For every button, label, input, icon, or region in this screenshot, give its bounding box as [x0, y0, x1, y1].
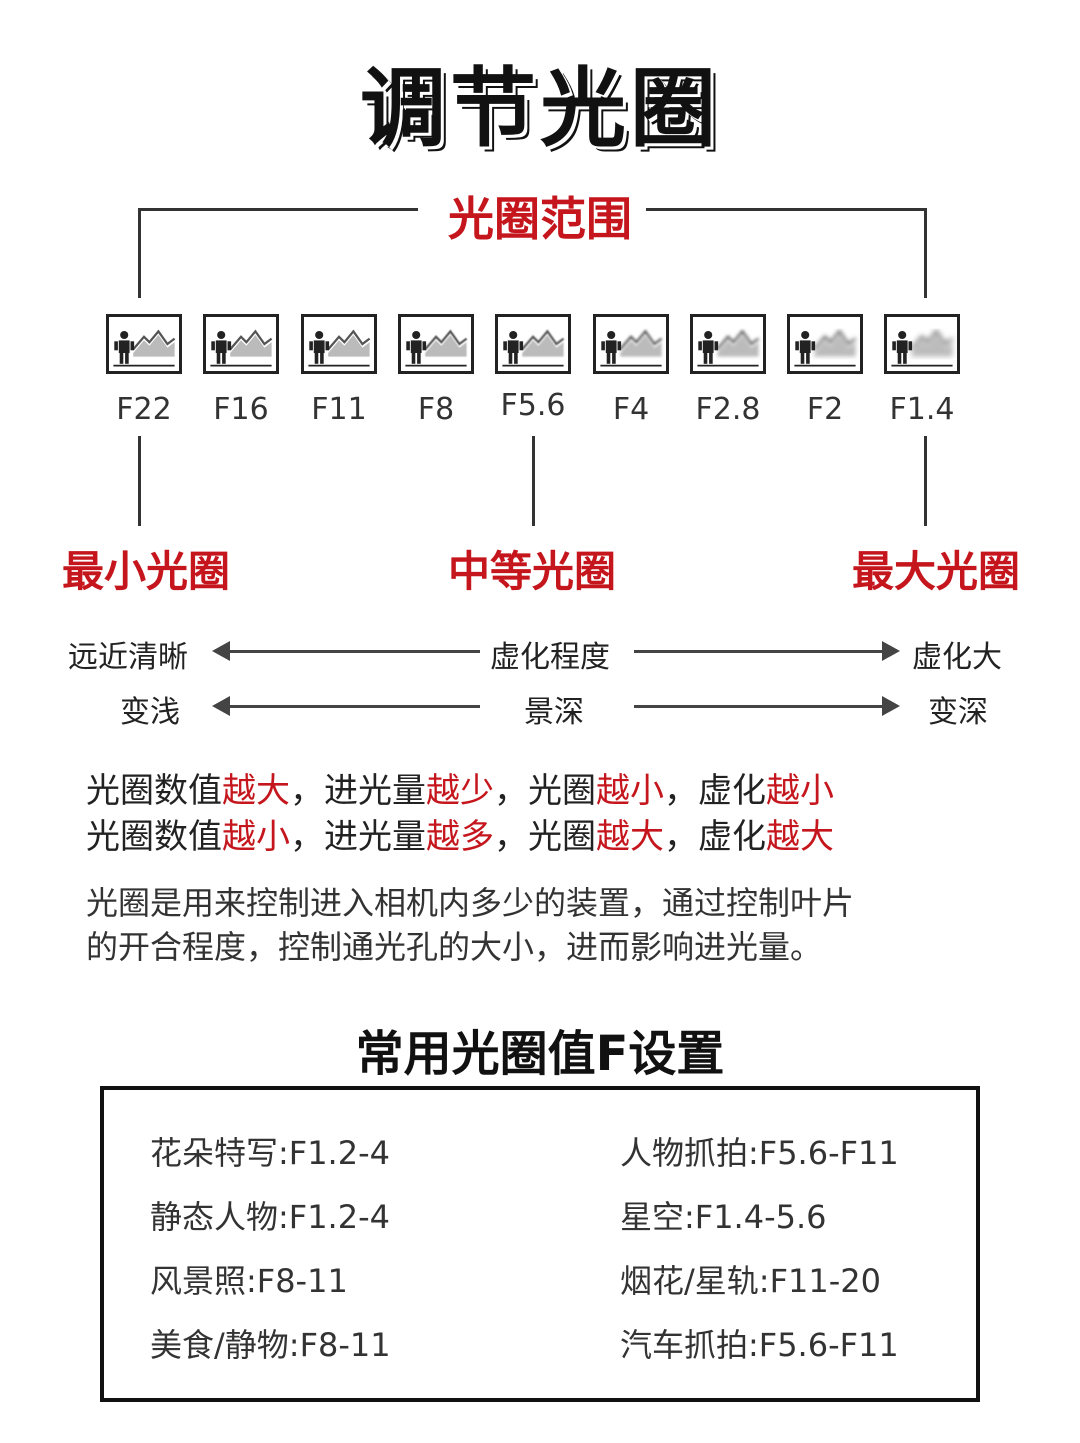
range-bracket-right-vertical — [924, 208, 927, 298]
category-min-aperture: 最小光圈 — [62, 547, 231, 596]
setting-right-3: 烟花/星轨:F11-20 — [620, 1262, 881, 1300]
f-stop-label: F16 — [213, 392, 269, 427]
setting-left-1: 花朵特写:F1.2-4 — [150, 1134, 390, 1172]
portrait-scene-icon — [794, 329, 857, 367]
rule-line-2: 光圈数值越小，进光量越多，光圈越大，虚化越大 — [86, 814, 834, 860]
f-stop-label: F8 — [417, 392, 455, 427]
depth-scale-right-label: 变深 — [928, 695, 988, 730]
aperture-thumbnail-icon — [495, 314, 571, 374]
rule-text: ，光圈 — [494, 817, 596, 857]
aperture-thumbnail-icon — [787, 314, 863, 374]
range-bracket-left-vertical — [138, 208, 141, 298]
arrow-left-icon — [212, 696, 230, 716]
range-bracket-right-horizontal — [646, 208, 926, 211]
aperture-thumbnail-icon — [690, 314, 766, 374]
blur-scale-right-label: 虚化大 — [912, 640, 1002, 675]
aperture-thumbnail-icon — [203, 314, 279, 374]
portrait-scene-icon — [210, 329, 273, 367]
range-bracket-left-horizontal — [138, 208, 418, 211]
aperture-thumbnail-icon — [398, 314, 474, 374]
blur-scale-center-label: 虚化程度 — [490, 640, 610, 675]
depth-scale-center-label: 景深 — [524, 695, 584, 730]
f-stop-label: F5.6 — [500, 388, 566, 423]
portrait-scene-icon — [308, 329, 371, 367]
f-stop-label: F22 — [116, 392, 172, 427]
portrait-scene-icon — [697, 329, 760, 367]
rule-highlight: 越小 — [596, 771, 664, 811]
portrait-scene-icon — [502, 329, 565, 367]
aperture-thumbnail-icon — [301, 314, 377, 374]
rule-text: ，光圈 — [494, 771, 596, 811]
category-mid-aperture: 中等光圈 — [448, 547, 617, 596]
description-line-1: 光圈是用来控制进入相机内多少的装置，通过控制叶片 — [86, 884, 855, 922]
depth-arrow-right-line — [634, 705, 884, 708]
setting-left-2: 静态人物:F1.2-4 — [150, 1198, 390, 1236]
f-stop-label: F2 — [806, 392, 844, 427]
rule-highlight: 越小 — [766, 771, 834, 811]
setting-right-4: 汽车抓拍:F5.6-F11 — [620, 1326, 899, 1364]
aperture-range-title: 光圈范围 — [448, 192, 632, 246]
category-max-aperture: 最大光圈 — [852, 547, 1021, 596]
aperture-thumbnail-icon — [593, 314, 669, 374]
rule-highlight: 越大 — [222, 771, 290, 811]
blur-scale-left-label: 远近清晰 — [68, 640, 188, 675]
rule-highlight: 越少 — [426, 771, 494, 811]
aperture-thumbnail-icon — [884, 314, 960, 374]
setting-left-4: 美食/静物:F8-11 — [150, 1326, 391, 1364]
portrait-scene-icon — [891, 329, 954, 367]
portrait-scene-icon — [405, 329, 468, 367]
rule-text: 光圈数值 — [86, 817, 222, 857]
rule-text: 光圈数值 — [86, 771, 222, 811]
connector-min — [138, 436, 141, 526]
rule-highlight: 越大 — [766, 817, 834, 857]
f-stop-label: F4 — [612, 392, 650, 427]
setting-right-2: 星空:F1.4-5.6 — [620, 1198, 827, 1236]
description-line-2: 的开合程度，控制通光孔的大小，进而影响进光量。 — [86, 928, 823, 966]
setting-right-1: 人物抓拍:F5.6-F11 — [620, 1134, 899, 1172]
depth-arrow-left-line — [228, 705, 480, 708]
rule-line-1: 光圈数值越大，进光量越少，光圈越小，虚化越小 — [86, 768, 834, 814]
depth-scale-left-label: 变浅 — [120, 695, 180, 730]
f-stop-label: F11 — [311, 392, 367, 427]
settings-title: 常用光圈值F设置 — [355, 1026, 725, 1082]
connector-max — [924, 436, 927, 526]
aperture-thumbnail-icon — [106, 314, 182, 374]
connector-mid — [532, 436, 535, 526]
setting-left-3: 风景照:F8-11 — [150, 1262, 348, 1300]
arrow-right-icon — [882, 696, 900, 716]
f-stop-label: F1.4 — [889, 392, 955, 427]
rule-text: ，虚化 — [664, 771, 766, 811]
blur-arrow-right-line — [634, 650, 884, 653]
page-title: 调节光圈 — [360, 59, 720, 159]
portrait-scene-icon — [600, 329, 663, 367]
rule-text: ，进光量 — [290, 817, 426, 857]
settings-box — [100, 1086, 980, 1402]
f-stop-label: F2.8 — [695, 392, 761, 427]
arrow-left-icon — [212, 641, 230, 661]
rule-highlight: 越多 — [426, 817, 494, 857]
blur-arrow-left-line — [228, 650, 480, 653]
rule-text: ，进光量 — [290, 771, 426, 811]
portrait-scene-icon — [113, 329, 176, 367]
rule-highlight: 越大 — [596, 817, 664, 857]
rule-highlight: 越小 — [222, 817, 290, 857]
arrow-right-icon — [882, 641, 900, 661]
rule-text: ，虚化 — [664, 817, 766, 857]
